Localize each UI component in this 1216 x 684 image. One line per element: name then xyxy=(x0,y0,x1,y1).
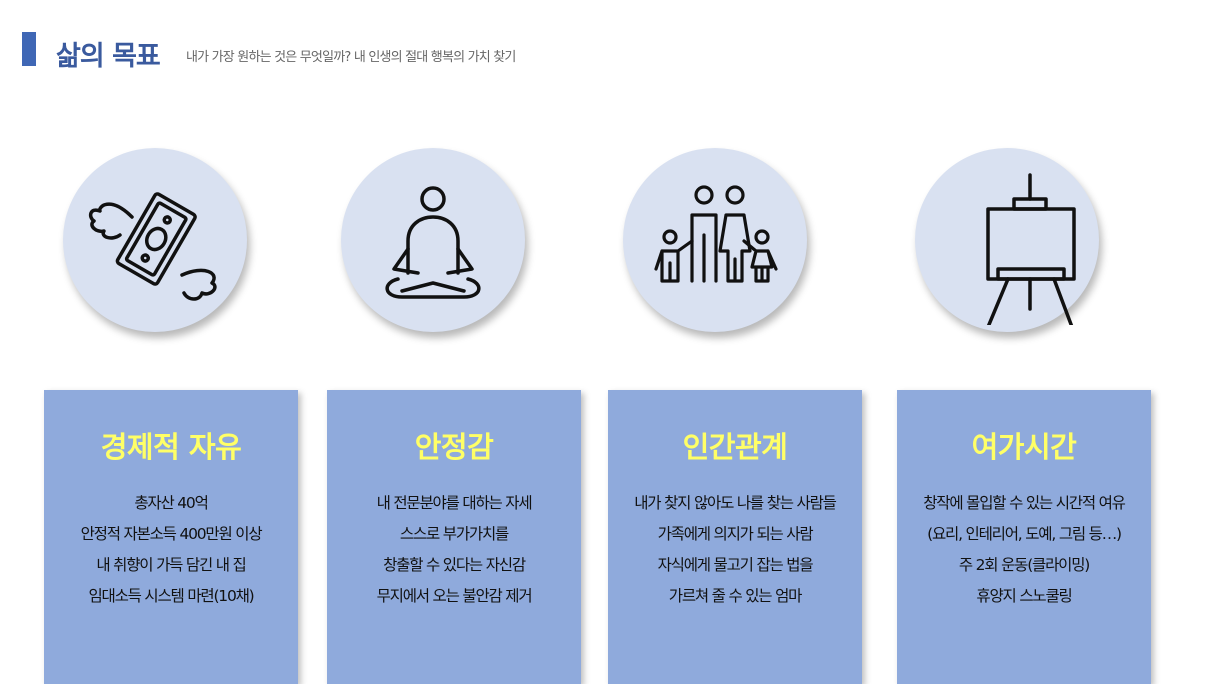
goal-icon-circle-3 xyxy=(623,148,807,332)
goal-card-economic-freedom: 경제적 자유 총자산 40억 안정적 자본소득 400만원 이상 내 취향이 가… xyxy=(44,390,298,684)
goal-detail-line: 자식에게 물고기 잡는 법을 xyxy=(657,556,814,574)
goal-detail-line: 스스로 부가가치를 xyxy=(399,525,509,543)
goal-detail-line: (요리, 인테리어, 도예, 그림 등…) xyxy=(927,525,1122,543)
goal-icon-circle-1 xyxy=(63,148,247,332)
goal-detail-line: 가족에게 의지가 되는 사람 xyxy=(657,525,814,543)
goal-detail-line: 휴양지 스노쿨링 xyxy=(976,587,1072,605)
page-title: 삶의 목표 xyxy=(56,41,161,72)
goal-title: 경제적 자유 xyxy=(100,430,242,464)
goal-detail-line: 총자산 40억 xyxy=(134,494,208,512)
goal-card-leisure-time: 여가시간 창작에 몰입할 수 있는 시간적 여유 (요리, 인테리어, 도예, … xyxy=(897,390,1151,684)
goal-detail-line: 가르쳐 줄 수 있는 엄마 xyxy=(668,587,803,605)
goal-title: 여가시간 xyxy=(971,430,1077,464)
title-accent-bar xyxy=(22,32,36,66)
goal-detail-line: 주 2회 운동(클라이밍) xyxy=(958,556,1090,574)
goal-detail-line: 창작에 몰입할 수 있는 시간적 여유 xyxy=(923,494,1126,512)
goal-detail-line: 창출할 수 있다는 자신감 xyxy=(383,556,526,574)
goal-detail-line: 내 취향이 가득 담긴 내 집 xyxy=(96,556,246,574)
goal-title: 안정감 xyxy=(414,430,494,464)
goal-icon-circle-2 xyxy=(341,148,525,332)
goal-card-stability: 안정감 내 전문분야를 대하는 자세 스스로 부가가치를 창출할 수 있다는 자… xyxy=(327,390,581,684)
goal-detail-line: 내가 찾지 않아도 나를 찾는 사람들 xyxy=(634,494,837,512)
goal-title: 인간관계 xyxy=(682,430,788,464)
flying-money-icon xyxy=(88,192,217,301)
page-subtitle: 내가 가장 원하는 것은 무엇일까? 내 인생의 절대 행복의 가치 찾기 xyxy=(186,50,516,65)
goal-card-relationships: 인간관계 내가 찾지 않아도 나를 찾는 사람들 가족에게 의지가 되는 사람 … xyxy=(608,390,862,684)
goal-detail-line: 안정적 자본소득 400만원 이상 xyxy=(80,525,263,543)
goal-detail-line: 임대소득 시스템 마련(10채) xyxy=(88,587,254,605)
meditation-icon xyxy=(385,186,481,299)
goal-detail-line: 무지에서 오는 불안감 제거 xyxy=(376,587,533,605)
easel-icon xyxy=(986,173,1076,325)
family-icon xyxy=(654,185,778,283)
goal-detail-line: 내 전문분야를 대하는 자세 xyxy=(376,494,533,512)
goal-icon-circle-4 xyxy=(915,148,1099,332)
